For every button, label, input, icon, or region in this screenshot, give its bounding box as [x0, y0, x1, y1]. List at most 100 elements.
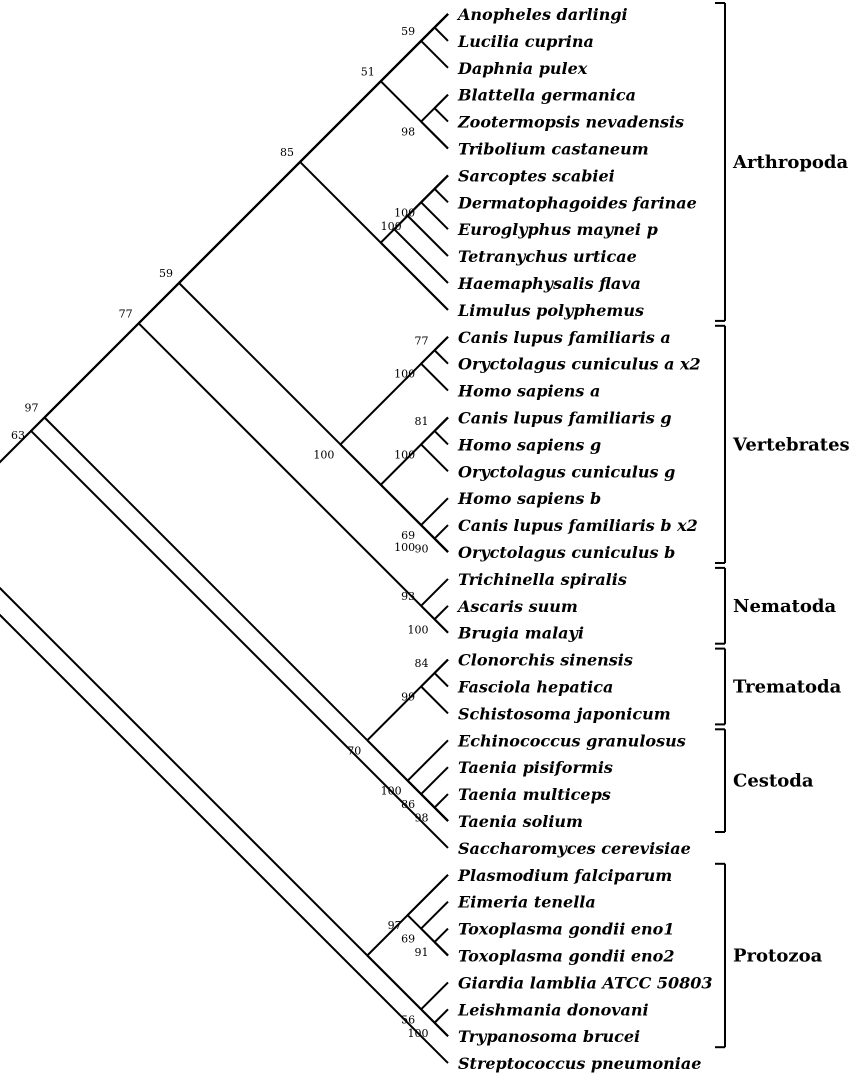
taxon-label: Lucilia cuprina	[457, 32, 594, 51]
support-value: 100	[394, 206, 415, 219]
branch-down-1	[420, 40, 449, 69]
branch-down-8	[393, 228, 449, 284]
support-value: 51	[361, 65, 375, 78]
branch-up-3	[420, 93, 449, 123]
taxon-label: Eimeria tenella	[457, 893, 596, 912]
branch-down-4	[380, 80, 449, 150]
support-value: 98	[401, 126, 415, 139]
taxon-label: Blattella germanica	[457, 86, 636, 105]
branch-down-19	[178, 282, 449, 553]
taxon-label: Taenia multiceps	[458, 785, 611, 804]
support-value: 63	[11, 429, 25, 442]
taxon-label: Canis lupus familiaris b x2	[458, 516, 698, 535]
branch-down-10	[299, 161, 449, 311]
branch-down-24	[420, 685, 449, 715]
taxon-label: Trichinella spiralis	[458, 570, 627, 589]
support-value: 91	[415, 946, 429, 959]
support-value: 56	[401, 1013, 415, 1026]
branch-down-33	[406, 914, 449, 957]
support-value: 100	[313, 448, 334, 461]
taxon-label: Leishmania donovani	[457, 1000, 649, 1019]
taxon-label: Daphnia pulex	[457, 59, 588, 78]
taxon-label: Fasciola hepatica	[457, 678, 613, 697]
taxon-label: Dermatophagoides farinae	[457, 193, 697, 212]
taxon-label: Oryctolagus cuniculus g	[458, 462, 675, 481]
support-value: 90	[415, 543, 429, 556]
branch-down-5	[433, 188, 449, 204]
branch-up-32	[420, 900, 449, 930]
branch-up-36	[366, 874, 449, 957]
branch-down-11	[433, 349, 449, 365]
support-value: 77	[119, 307, 133, 320]
taxon-label: Clonorchis sinensis	[458, 651, 633, 670]
taxon-label: Canis lupus familiaris a	[458, 328, 671, 347]
taxon-label: Taenia solium	[458, 812, 583, 831]
branch-down-7	[406, 215, 449, 257]
branch-down-30	[30, 430, 449, 849]
taxon-label: Canis lupus familiaris g	[458, 409, 672, 428]
support-value: 59	[401, 25, 415, 38]
taxon-label: Homo sapiens a	[457, 382, 600, 401]
taxon-label: Haemaphysalis flava	[457, 274, 641, 293]
taxon-label: Homo sapiens g	[457, 435, 601, 454]
support-value: 100	[381, 785, 402, 798]
branch-up-20	[433, 605, 449, 620]
taxon-label: Schistosoma japonicum	[458, 704, 671, 723]
branch-down-0	[433, 26, 449, 42]
branch-up-26	[420, 766, 449, 795]
branch-up-25	[433, 793, 449, 809]
support-value: 93	[401, 590, 415, 603]
support-value: 100	[394, 541, 415, 554]
group-label: Trematoda	[733, 677, 842, 698]
branch-up-35	[420, 981, 449, 1011]
taxon-label: Toxoplasma gondii eno1	[458, 920, 674, 939]
branch-down-2	[433, 107, 449, 123]
taxon-label: Tetranychus urticae	[458, 247, 637, 266]
support-value: 97	[388, 919, 402, 932]
support-value: 77	[415, 334, 429, 347]
taxon-label: Trypanosoma brucei	[458, 1027, 640, 1046]
taxon-label: Limulus polyphemus	[457, 301, 644, 320]
support-value: 84	[415, 657, 429, 670]
branch-down-29	[43, 416, 449, 822]
group-brackets: ArthropodaVertebratesNematodaTrematodaCe…	[715, 2, 850, 1049]
branch-up-38	[0, 13, 449, 464]
branch-up-28	[366, 658, 449, 742]
support-value: 85	[280, 146, 294, 159]
taxon-label: Ascaris suum	[456, 597, 578, 616]
branch-up-31	[433, 927, 449, 943]
taxon-label: Streptococcus pneumoniae	[458, 1054, 701, 1073]
taxon-label: Tribolium castaneum	[458, 140, 649, 159]
taxon-label: Oryctolagus cuniculus a x2	[458, 355, 701, 374]
branch-up-16	[420, 497, 449, 526]
support-value: 100	[408, 1027, 429, 1040]
branch-down-37	[0, 586, 449, 1037]
taxon-label: Saccharomyces cerevisiae	[458, 839, 691, 858]
taxon-label: Plasmodium falciparum	[457, 866, 672, 885]
group-label: Arthropoda	[732, 152, 849, 173]
taxon-label: Euroglyphus maynei p	[457, 220, 658, 239]
branch-down-22	[137, 322, 449, 634]
support-value: 97	[25, 402, 39, 415]
branch-down-14	[420, 443, 449, 473]
taxon-label: Oryctolagus cuniculus b	[458, 543, 675, 562]
support-value: 100	[381, 220, 402, 233]
taxon-label: Echinococcus granulosus	[457, 731, 686, 750]
group-label: Vertebrates	[732, 434, 850, 455]
support-value: 69	[401, 933, 415, 946]
branch-up-21	[420, 578, 449, 607]
taxon-label: Zootermopsis nevadensis	[457, 113, 684, 132]
support-value: 100	[394, 368, 415, 381]
group-label: Protozoa	[733, 946, 823, 967]
support-value: 98	[415, 812, 429, 825]
support-value: 70	[347, 744, 361, 757]
support-value: 81	[415, 415, 429, 428]
branch-up-9	[380, 174, 449, 244]
branch-down-12	[420, 362, 449, 392]
support-value: 99	[401, 691, 415, 704]
taxon-label: Giardia lamblia ATCC 50803	[458, 973, 713, 992]
support-value: 100	[394, 448, 415, 461]
